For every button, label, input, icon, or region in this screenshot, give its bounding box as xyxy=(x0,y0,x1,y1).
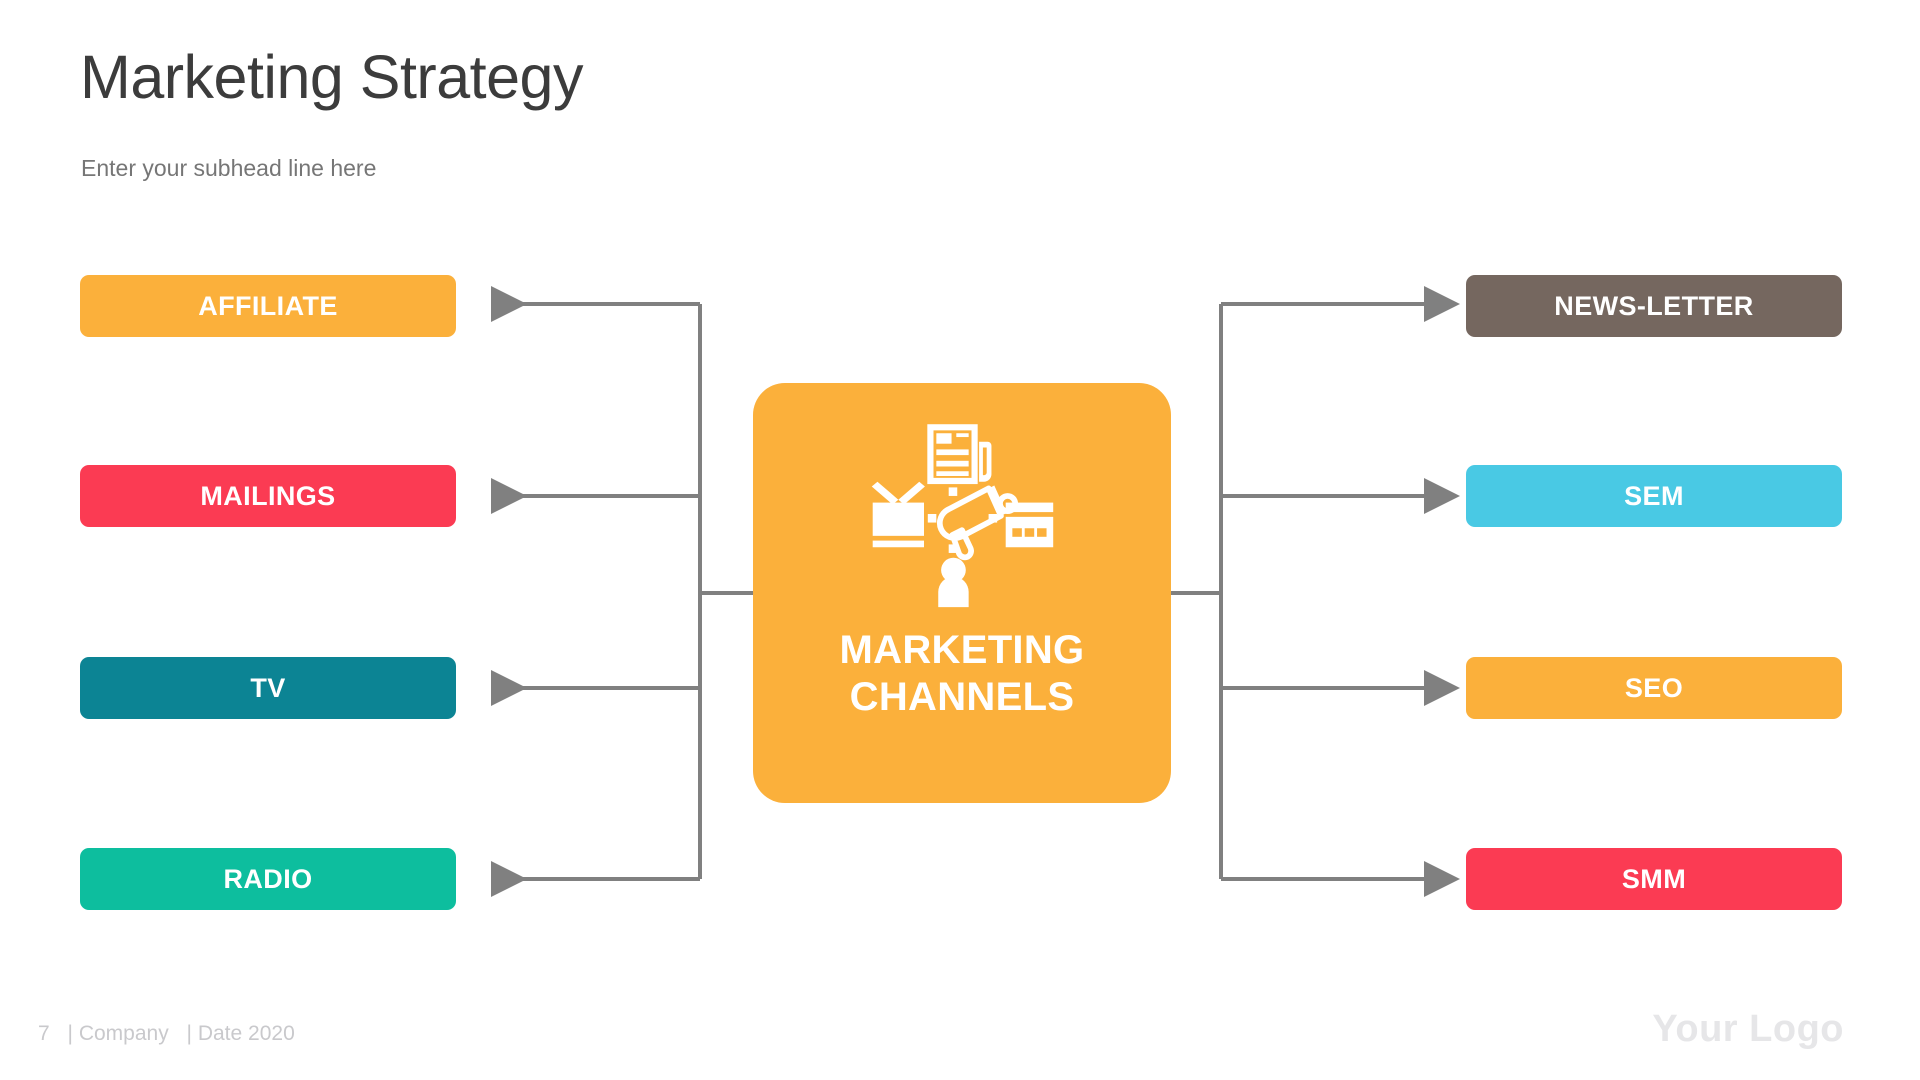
page-title: Marketing Strategy xyxy=(80,43,583,111)
channel-pill-label: NEWS-LETTER xyxy=(1554,290,1754,321)
channel-pill-seo[interactable]: SEO xyxy=(1466,657,1842,719)
center-node-label: MARKETING CHANNELS xyxy=(840,627,1085,721)
center-node-marketing-channels[interactable]: MARKETING CHANNELS xyxy=(753,383,1171,803)
channel-pill-label: TV xyxy=(250,672,286,703)
billboard-icon xyxy=(1005,502,1054,548)
center-node-label-line1: MARKETING xyxy=(839,628,1085,672)
channel-pill-radio[interactable]: RADIO xyxy=(80,848,456,910)
channel-pill-label: SEO xyxy=(1624,672,1684,703)
channel-pill-tv[interactable]: TV xyxy=(80,657,456,719)
footer-page-number: 7 xyxy=(38,1022,50,1045)
footer-meta: 7 | Company | Date 2020 xyxy=(38,1022,307,1046)
channel-pill-affiliate[interactable]: AFFILIATE xyxy=(80,275,456,337)
channel-pill-label: SEM xyxy=(1624,480,1684,511)
newspaper-icon xyxy=(927,424,992,485)
footer-date: | Date 2020 xyxy=(186,1022,295,1045)
channel-pill-mailings[interactable]: MAILINGS xyxy=(80,465,456,527)
channel-pill-sem[interactable]: SEM xyxy=(1466,465,1842,527)
tv-icon xyxy=(871,481,925,548)
page-subhead: Enter your subhead line here xyxy=(81,155,377,181)
person-icon xyxy=(938,557,969,608)
channel-pill-label: MAILINGS xyxy=(200,480,336,511)
center-node-label-line2: CHANNELS xyxy=(849,675,1075,720)
channel-pill-news-letter[interactable]: NEWS-LETTER xyxy=(1466,275,1842,337)
footer-logo: Your Logo xyxy=(1652,1008,1844,1050)
channel-pill-label: SMM xyxy=(1621,863,1687,894)
marketing-channels-icon xyxy=(871,424,1054,608)
footer-company: | Company xyxy=(67,1022,169,1045)
channel-pill-label: RADIO xyxy=(223,863,313,894)
channel-pill-smm[interactable]: SMM xyxy=(1466,848,1842,910)
icon-dot-connectors xyxy=(927,487,998,553)
channel-pill-label: AFFILIATE xyxy=(198,290,338,321)
